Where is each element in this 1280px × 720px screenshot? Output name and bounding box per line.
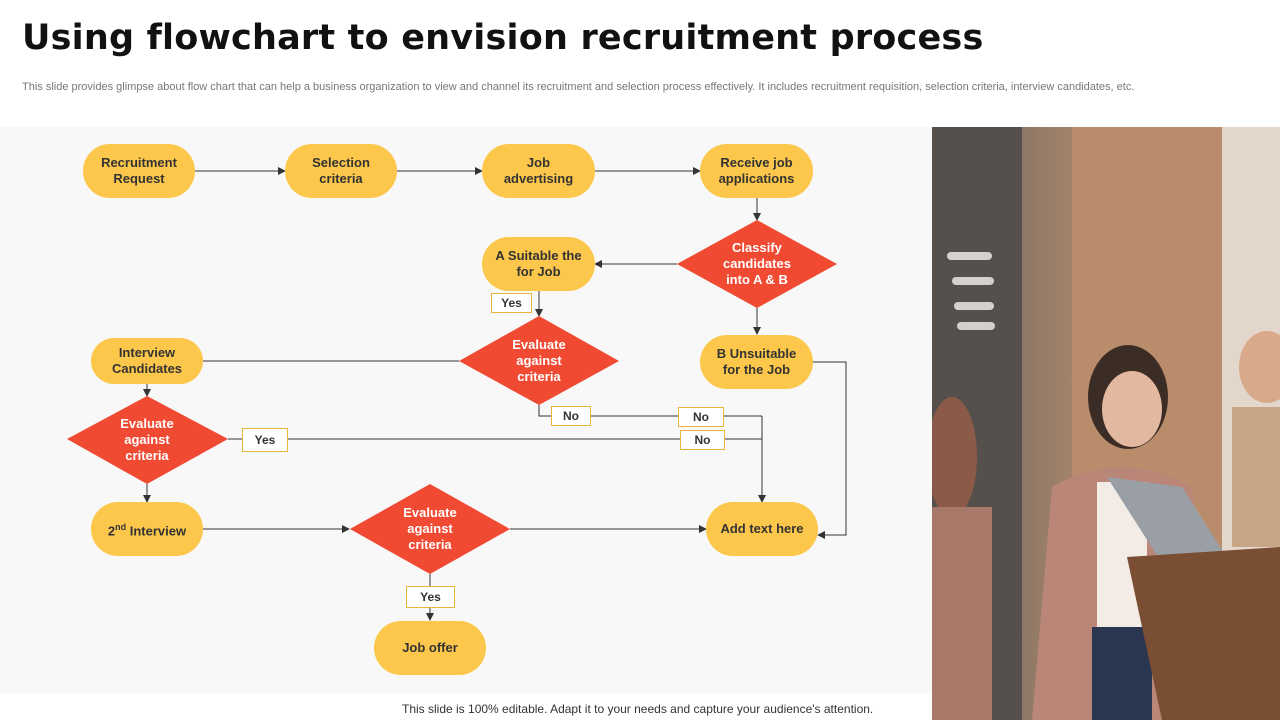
diamond-evaluate-2	[67, 396, 228, 484]
connector-lines	[67, 167, 847, 621]
footer-note: This slide is 100% editable. Adapt it to…	[402, 702, 874, 716]
arrow-unsuitable-to-add-text	[813, 361, 847, 539]
office-photo-illustration	[932, 127, 1280, 720]
tag-no-evaluate1: No	[551, 406, 591, 426]
tag-yes-suitable: Yes	[491, 293, 532, 313]
node-job-offer: Job offer	[374, 621, 486, 675]
page-subtitle: This slide provides glimpse about flow c…	[22, 81, 1135, 93]
node-second-interview: 2nd Interview	[91, 502, 203, 556]
office-photo	[932, 127, 1280, 720]
tag-no-right-1: No	[678, 407, 724, 427]
diamond-evaluate-1	[459, 316, 619, 405]
diamond-evaluate-3	[350, 484, 510, 574]
page-title: Using flowchart to envision recruitment …	[22, 18, 984, 58]
tag-yes-evaluate3: Yes	[406, 586, 455, 608]
node-add-text: Add text here	[706, 502, 818, 556]
tag-no-right-2: No	[680, 430, 725, 450]
tag-yes-evaluate2: Yes	[242, 428, 288, 452]
diamond-classify	[677, 220, 837, 308]
